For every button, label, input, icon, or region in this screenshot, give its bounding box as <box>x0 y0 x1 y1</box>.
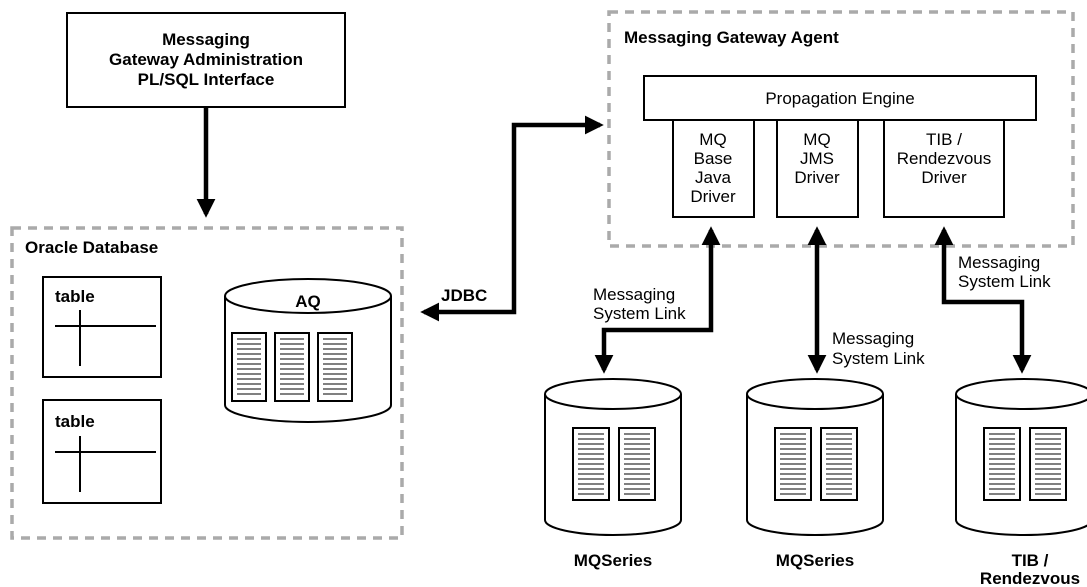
driver-2-line-1: MQ <box>803 130 830 149</box>
document-icon <box>231 332 267 402</box>
document-icon <box>572 427 610 501</box>
mqseries-store-1: MQSeries <box>544 378 682 570</box>
system-link-arrow-1 <box>594 226 721 374</box>
mqseries-store-2: MQSeries <box>746 378 884 570</box>
table-box-1: table <box>42 276 162 378</box>
document-icon <box>820 427 858 501</box>
system-link-3-line-2: System Link <box>958 272 1051 291</box>
document-icon <box>618 427 656 501</box>
system-link-1-line-2: System Link <box>593 304 686 323</box>
driver-2-line-3: Driver <box>794 168 840 187</box>
driver-3-line-2: Rendezvous <box>897 149 992 168</box>
store-label-2: MQSeries <box>776 551 854 570</box>
table-box-2: table <box>42 399 162 504</box>
mqseries-1-documents <box>572 427 656 501</box>
store-label-3-line-1: TIB / <box>1012 551 1049 570</box>
table-label-1: table <box>55 287 95 306</box>
driver-1-line-4: Driver <box>690 187 736 206</box>
driver-3-line-1: TIB / <box>926 130 962 149</box>
driver-1-line-3: Java <box>695 168 731 187</box>
oracle-database-title: Oracle Database <box>25 238 158 257</box>
document-icon <box>1029 427 1067 501</box>
system-link-arrow-3 <box>934 226 1032 374</box>
oracle-database-boundary <box>10 226 404 540</box>
gateway-agent-title: Messaging Gateway Agent <box>624 28 839 47</box>
admin-line-3: PL/SQL Interface <box>138 70 275 89</box>
document-icon <box>274 332 310 402</box>
driver-1-line-1: MQ <box>699 130 726 149</box>
driver-1-line-2: Base <box>694 149 733 168</box>
propagation-engine-box: Propagation Engine <box>643 75 1037 121</box>
tib-rendezvous-store: TIB / Rendezvous <box>955 378 1087 587</box>
admin-line-2: Gateway Administration <box>109 50 303 69</box>
system-link-1-line-1: Messaging <box>593 285 675 304</box>
jdbc-label: JDBC <box>441 286 487 305</box>
tib-documents <box>983 427 1067 501</box>
propagation-engine-label: Propagation Engine <box>765 89 914 108</box>
system-link-2-line-1: Messaging <box>832 329 914 348</box>
document-icon <box>774 427 812 501</box>
system-link-2-line-2: System Link <box>832 349 925 368</box>
mqseries-2-documents <box>774 427 858 501</box>
document-icon <box>317 332 353 402</box>
aq-queue-cylinder: AQ <box>224 278 392 423</box>
admin-line-1: Messaging <box>162 30 250 49</box>
system-link-3-line-1: Messaging <box>958 253 1040 272</box>
oracle-database-group: Oracle Database table table AQ <box>10 226 404 540</box>
store-label-1: MQSeries <box>574 551 652 570</box>
driver-mq-jms: MQ JMS Driver <box>776 119 859 218</box>
driver-mq-base-java: MQ Base Java Driver <box>672 119 755 218</box>
document-icon <box>983 427 1021 501</box>
gateway-agent-boundary <box>607 10 1075 248</box>
driver-3-line-3: Driver <box>921 168 967 187</box>
aq-label: AQ <box>295 292 321 311</box>
table-label-2: table <box>55 412 95 431</box>
driver-tib-rendezvous: TIB / Rendezvous Driver <box>883 119 1005 218</box>
admin-interface-box: Messaging Gateway Administration PL/SQL … <box>66 12 346 108</box>
jdbc-link-arrow <box>420 115 604 322</box>
gateway-agent-group: Messaging Gateway Agent Propagation Engi… <box>607 10 1075 248</box>
aq-documents <box>231 332 353 402</box>
store-label-3-line-2: Rendezvous <box>980 569 1080 587</box>
driver-2-line-2: JMS <box>800 149 834 168</box>
